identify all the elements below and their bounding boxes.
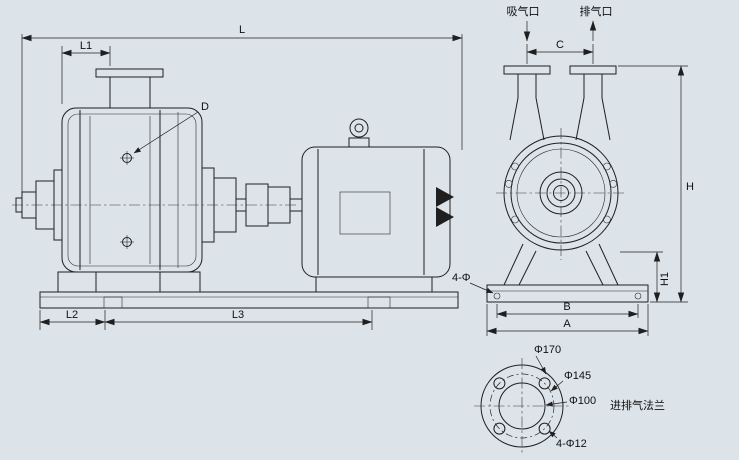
foot-holes-label: 4-Φ	[452, 272, 471, 284]
pump-pedestal	[159, 271, 201, 293]
shaft-gland	[15, 169, 63, 241]
flange-bolt-holes-label: 4-Φ12	[556, 438, 587, 450]
exhaust-pipe	[569, 65, 617, 141]
side-view-dimensions: L L1 D L2 L3	[21, 24, 463, 330]
dim-L-label: L	[239, 24, 245, 36]
dim-C-label: C	[556, 39, 564, 51]
dim-L3-label: L3	[232, 309, 244, 321]
pump-casing-front	[496, 128, 626, 260]
dim-H-label: H	[686, 181, 694, 193]
casing-bolt	[511, 215, 519, 224]
side-view: L L1 D L2 L3	[12, 24, 463, 330]
casing-bolt	[603, 215, 611, 224]
lifting-eye-ring	[349, 118, 369, 138]
base-plate-side	[39, 291, 459, 309]
casing-bolt	[504, 180, 513, 188]
casing-bolt	[511, 162, 519, 171]
dim-A-label: A	[563, 318, 571, 330]
casing-bolt	[603, 162, 611, 171]
anchor-pad	[103, 296, 123, 309]
foot-hole	[634, 292, 642, 300]
flange-bolt-circle-dia-label: Φ145	[564, 370, 591, 382]
suction-port-label: 吸气口	[507, 4, 540, 18]
bearing-and-coupling	[201, 167, 303, 243]
exhaust-port-label: 排气口	[580, 4, 613, 18]
dim-L2-label: L2	[66, 309, 78, 321]
base-plate-front	[486, 284, 649, 303]
rotation-arrow-icon	[436, 187, 454, 207]
suction-flange-side	[95, 68, 164, 108]
casing-bolt	[609, 180, 618, 188]
flange-outer-dia-label: Φ170	[534, 344, 561, 356]
flange-title-label: 进排气法兰	[610, 398, 665, 412]
rotation-arrow-icon	[436, 207, 454, 227]
pump-support	[486, 243, 649, 303]
dim-H1-label: H1	[659, 272, 671, 286]
flange-bolt-hole	[538, 422, 551, 435]
motor-body	[301, 146, 451, 278]
front-view: 吸气口 排气口 C	[452, 4, 694, 336]
pump-pedestal	[57, 271, 97, 293]
motor-nameplate	[339, 191, 391, 235]
flange-bolt-hole	[493, 377, 506, 390]
flange-bolt-hole	[493, 422, 506, 435]
pump-casing-side	[61, 107, 203, 273]
foot-hole	[493, 292, 501, 300]
dim-B-label: B	[563, 301, 570, 313]
motor-foot	[315, 276, 433, 293]
anchor-pad	[367, 296, 391, 309]
suction-pipe	[503, 65, 551, 141]
label-D: D	[201, 101, 209, 113]
base-side	[39, 271, 459, 309]
dim-L1-label: L1	[80, 40, 92, 52]
flange-detail: Φ170 Φ145 Φ100 4-Φ12 进排气法兰	[474, 344, 665, 454]
motor	[301, 118, 454, 293]
flange-bore-dia-label: Φ100	[569, 395, 596, 407]
flange-bolt-hole	[538, 377, 551, 390]
lifting-eye-base	[348, 137, 370, 148]
